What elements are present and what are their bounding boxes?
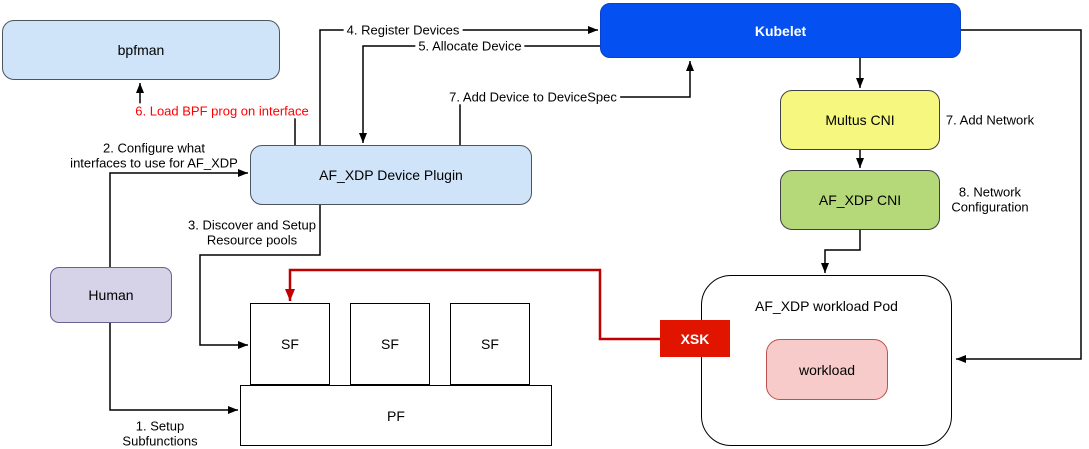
node-af-xdp-workload-pod: AF_XDP workload Pod — [701, 275, 952, 446]
edge-setup-subfunctions — [109, 323, 238, 414]
node-af-xdp-cni-label: AF_XDP CNI — [818, 192, 902, 208]
node-kubelet-label: Kubelet — [754, 22, 807, 39]
node-sf-2: SF — [350, 303, 430, 385]
node-pf-label: PF — [387, 407, 405, 424]
node-sf-1-label: SF — [281, 336, 299, 352]
label-add-device-to-devicespec: 7. Add Device to DeviceSpec — [446, 89, 620, 105]
label-network-configuration: 8. Network Configuration — [951, 184, 1029, 215]
node-workload-label: workload — [798, 361, 856, 378]
node-multus-cni-label: Multus CNI — [825, 112, 895, 128]
label-configure-interfaces: 2. Configure what interfaces to use for … — [70, 140, 238, 171]
node-multus-cni: Multus CNI — [780, 90, 940, 150]
node-kubelet: Kubelet — [600, 3, 961, 58]
label-register-devices: 4. Register Devices — [343, 22, 463, 38]
node-af-xdp-workload-pod-label: AF_XDP workload Pod — [755, 298, 898, 314]
node-af-xdp-device-plugin-label: AF_XDP Device Plugin — [319, 167, 463, 183]
edge-afxdpcni-to-pod — [821, 230, 861, 273]
node-bpfman: bpfman — [2, 20, 280, 80]
node-sf-3-label: SF — [481, 336, 499, 352]
label-add-network: 7. Add Network — [945, 112, 1035, 128]
node-af-xdp-cni: AF_XDP CNI — [780, 170, 940, 230]
label-load-bpf-prog: 6. Load BPF prog on interface — [132, 103, 312, 119]
node-xsk-label: XSK — [680, 330, 710, 347]
label-discover-pools: 3. Discover and Setup Resource pools — [188, 217, 316, 248]
node-sf-3: SF — [450, 303, 530, 385]
node-workload: workload — [766, 339, 888, 400]
node-human: Human — [50, 267, 172, 323]
node-af-xdp-device-plugin: AF_XDP Device Plugin — [250, 145, 532, 205]
node-human-label: Human — [88, 287, 134, 303]
label-setup-subfunctions: 1. Setup Subfunctions — [122, 418, 198, 449]
node-xsk: XSK — [660, 320, 730, 357]
node-sf-1: SF — [250, 303, 330, 385]
label-allocate-device: 5. Allocate Device — [415, 38, 525, 54]
node-bpfman-label: bpfman — [117, 42, 165, 58]
node-pf: PF — [240, 385, 552, 446]
node-sf-2-label: SF — [381, 336, 399, 352]
